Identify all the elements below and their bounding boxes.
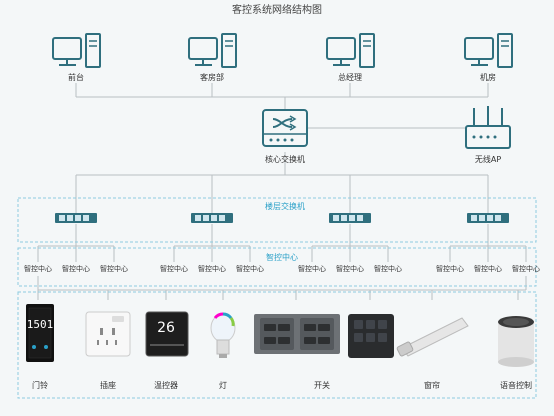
voice-speaker-icon xyxy=(498,316,534,367)
core-switch-label: 核心交换机 xyxy=(265,155,305,164)
sub-center-label: 智控中心 xyxy=(236,265,264,273)
floor-switch-2-icon xyxy=(191,213,233,223)
device-light-label: 灯 xyxy=(219,381,227,390)
wireless-ap-label: 无线AP xyxy=(474,155,502,164)
computer-front-desk-label: 前台 xyxy=(68,73,84,82)
devices-frame xyxy=(17,291,537,399)
device-thermostat-label: 温控器 xyxy=(154,381,178,390)
sub-center-label: 智控中心 xyxy=(160,265,188,273)
sub-center-label: 智控中心 xyxy=(24,265,52,273)
sub-center-label: 智控中心 xyxy=(512,265,540,273)
curtain-motor-icon xyxy=(396,317,469,357)
sub-center-label: 智控中心 xyxy=(198,265,226,273)
floor-switch-frame xyxy=(17,197,537,243)
sub-center-label: 智控中心 xyxy=(374,265,402,273)
computer-general-manager-icon xyxy=(326,33,375,68)
control-center-label: 智控中心 xyxy=(266,253,298,262)
control-center-frame xyxy=(17,247,537,287)
dashed-frames xyxy=(17,197,537,399)
floor-switch-1-icon xyxy=(55,213,97,223)
computer-server-room-label: 机房 xyxy=(480,73,496,82)
thermostat-panel-icon xyxy=(145,311,189,357)
sub-center-label: 智控中心 xyxy=(100,265,128,273)
thermostat-temperature: 26 xyxy=(157,320,175,336)
floor-switch-4-icon xyxy=(467,213,509,223)
device-doorbell-label: 门铃 xyxy=(32,381,48,390)
core-switch-icon xyxy=(262,109,308,147)
device-curtain-label: 窗帘 xyxy=(424,381,440,390)
socket-panel-icon xyxy=(85,311,131,357)
light-bulb-icon xyxy=(210,312,236,358)
sub-center-label: 智控中心 xyxy=(336,265,364,273)
sub-center-label: 智控中心 xyxy=(298,265,326,273)
sub-center-label: 智控中心 xyxy=(474,265,502,273)
floor-switch-3-icon xyxy=(329,213,371,223)
diagram-title: 客控系统网络结构图 xyxy=(232,5,322,16)
doorbell-panel-icon xyxy=(26,304,54,362)
floor-switch-label: 楼层交换机 xyxy=(265,202,305,211)
computer-housekeeping-label: 客房部 xyxy=(200,73,224,82)
sub-center-label: 智控中心 xyxy=(436,265,464,273)
connector-lines xyxy=(37,83,527,300)
computer-general-manager-label: 总经理 xyxy=(338,73,362,82)
device-voice-control-label: 语音控制 xyxy=(500,381,532,390)
computer-front-desk-icon xyxy=(52,33,101,68)
switch-panels-icon xyxy=(254,314,394,358)
doorbell-room-number: 1501 xyxy=(26,318,54,331)
wireless-ap-icon xyxy=(465,106,511,149)
computer-server-room-icon xyxy=(464,33,513,68)
sub-center-label: 智控中心 xyxy=(62,265,90,273)
device-socket-label: 插座 xyxy=(100,381,116,390)
computer-housekeeping-icon xyxy=(188,33,237,68)
device-switch-label: 开关 xyxy=(314,381,330,390)
